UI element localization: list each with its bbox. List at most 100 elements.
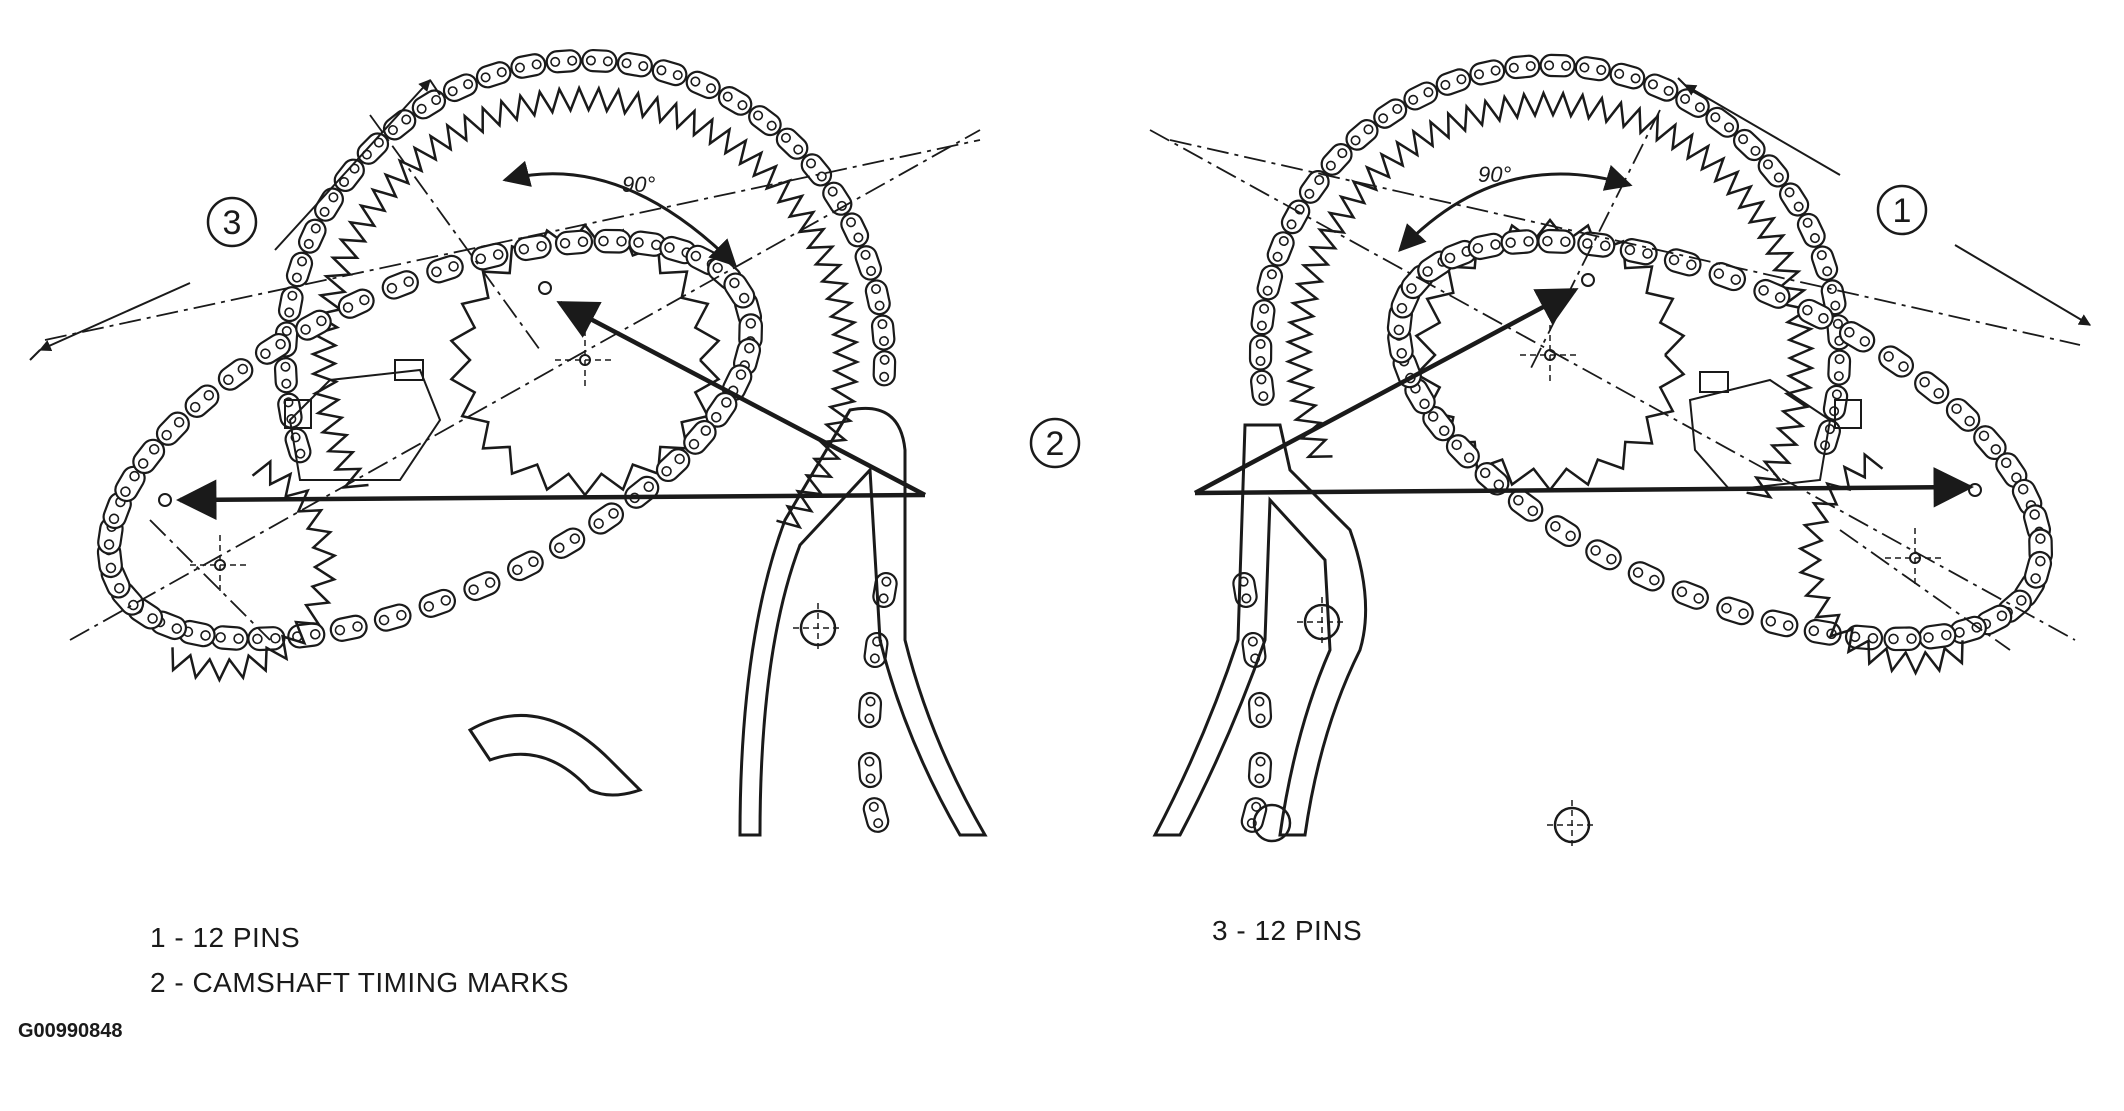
left-inner-chain-link-36	[470, 242, 509, 271]
right-guide-chain-link-3	[1247, 751, 1273, 789]
left-inner-chain-link-7	[624, 475, 660, 509]
left-inner-chain-link-30	[217, 358, 254, 391]
left-outer-chain-link-2	[273, 357, 298, 394]
right-outer-chain-link-21	[1757, 154, 1790, 188]
right-outer-chain-link-20	[1732, 128, 1766, 162]
left-chain-guide	[738, 406, 988, 837]
left-inner-chain	[96, 228, 764, 652]
left-outer-chain	[273, 48, 898, 833]
left-outer-chain-link-11	[411, 89, 447, 120]
right-inner-chain-link-34	[1797, 298, 1834, 330]
right-outer-chain-link-23	[1796, 212, 1826, 248]
left-outer-chain-link-22	[775, 127, 809, 160]
right-dimension	[1677, 77, 2092, 326]
left-inner-chain-link-13	[373, 603, 412, 632]
right-outer-chain-link-7	[1320, 142, 1353, 176]
left-inner-chain-link-8	[588, 502, 625, 535]
left-inner-chain-link-5	[683, 419, 717, 455]
figure-id: G00990848	[18, 1020, 123, 1042]
left-inner-chain-link-28	[155, 411, 190, 446]
right-outer-chain-link-13	[1504, 54, 1541, 80]
left-angle-label: 90°	[622, 172, 655, 197]
left-inner-chain-link-33	[337, 288, 375, 319]
left-outer-chain-link-17	[616, 51, 653, 78]
right-large-sprocket	[1284, 89, 1816, 499]
right-outer-chain-link-1	[1248, 334, 1273, 371]
callout-3: 3	[206, 196, 258, 248]
left-inner-chain-link-4	[705, 391, 738, 428]
right-outer-chain-link-19	[1705, 106, 1740, 138]
left-inner-chain-link-6	[655, 448, 691, 483]
left-outer-chain-link-4	[277, 286, 304, 323]
right-sprocket-teeth	[1284, 89, 1816, 499]
right-inner-chain-link-4	[1918, 623, 1957, 650]
right-angle-arc	[1398, 164, 1633, 252]
right-inner-chain-link-14	[1507, 489, 1544, 522]
right-inner-chain-link-44	[2023, 550, 2053, 589]
right-outer-chain-link-0	[1250, 369, 1275, 406]
left-outer-chain-link-12	[442, 73, 478, 103]
legend-item-1: 1 - 12 PINS	[150, 922, 301, 953]
right-inner-chain-link-12	[1585, 539, 1622, 571]
right-outer-chain-link-16	[1609, 62, 1646, 90]
right-inner-chain-link-6	[1844, 624, 1884, 651]
right-inner-chain-link-31	[1663, 248, 1702, 277]
left-outer-chain-link-15	[545, 49, 582, 74]
left-assembly	[29, 48, 988, 837]
right-inner-chain-link-16	[1445, 434, 1480, 469]
right-angle-label: 90°	[1478, 162, 1511, 187]
svg-text:1: 1	[1893, 192, 1912, 230]
svg-text:3: 3	[223, 204, 242, 242]
right-chain-guide	[1152, 423, 1368, 837]
right-inner-chain-link-37	[1914, 371, 1950, 405]
left-outer-chain-link-0	[284, 427, 312, 464]
right-inner-chain-link-26	[1467, 232, 1506, 261]
right-inner-chain-link-27	[1500, 229, 1539, 255]
left-guide-chain-link-4	[862, 797, 890, 833]
right-small-sprocket-teeth	[1797, 452, 1964, 676]
right-outer-chain-link-14	[1539, 53, 1576, 78]
left-outer-chain-link-7	[314, 187, 344, 222]
left-inner-chain-link-32	[295, 309, 332, 341]
right-inner-chain-link-28	[1537, 228, 1576, 254]
right-outer-chain-link-5	[1280, 199, 1311, 235]
right-inner-chain-link-11	[1627, 561, 1665, 592]
right-inner-chain	[1386, 228, 2054, 652]
right-outer-chain-link-18	[1675, 88, 1710, 118]
right-outer-chain	[1232, 53, 1852, 833]
left-guide-chain-link-0	[872, 571, 898, 609]
left-outer-chain-link-29	[872, 350, 897, 387]
right-inner-chain-link-13	[1544, 515, 1582, 548]
left-dimension	[29, 79, 441, 361]
left-outer-chain-link-6	[297, 218, 327, 254]
left-guide-chain-link-3	[857, 751, 883, 789]
left-inner-chain-link-10	[507, 550, 544, 582]
right-outer-chain-link-2	[1250, 299, 1276, 336]
right-outer-chain-link-24	[1810, 245, 1839, 281]
right-outer-chain-link-9	[1373, 98, 1408, 129]
legend-item-3: 3 - 12 PINS	[1212, 915, 1363, 946]
right-outer-chain-link-15	[1574, 56, 1611, 82]
right-inner-chain-link-5	[1883, 626, 1922, 652]
left-inner-chain-link-39	[593, 228, 632, 254]
left-outer-chain-link-21	[748, 105, 782, 137]
right-outer-chain-link-6	[1298, 170, 1330, 204]
right-inner-chain-link-8	[1760, 609, 1799, 638]
left-outer-chain-link-5	[285, 251, 314, 288]
right-assembly	[1149, 53, 2092, 850]
left-outer-chain-link-10	[382, 109, 417, 141]
right-outer-chain-link-8	[1345, 119, 1379, 151]
left-outer-chain-link-26	[854, 245, 883, 281]
left-outer-chain-link-25	[840, 212, 870, 248]
left-outer-chain-link-16	[581, 48, 618, 73]
legend-item-2: 2 - CAMSHAFT TIMING MARKS	[150, 967, 570, 998]
left-outer-chain-link-20	[717, 86, 753, 116]
left-inner-chain-link-35	[426, 254, 464, 284]
left-inner-chain-link-11	[463, 571, 501, 602]
left-inner-chain-link-12	[418, 588, 457, 618]
left-outer-chain-link-28	[870, 314, 896, 351]
left-outer-chain-link-9	[356, 132, 390, 165]
left-inner-chain-link-17	[210, 625, 249, 651]
right-outer-chain-link-12	[1469, 59, 1506, 86]
